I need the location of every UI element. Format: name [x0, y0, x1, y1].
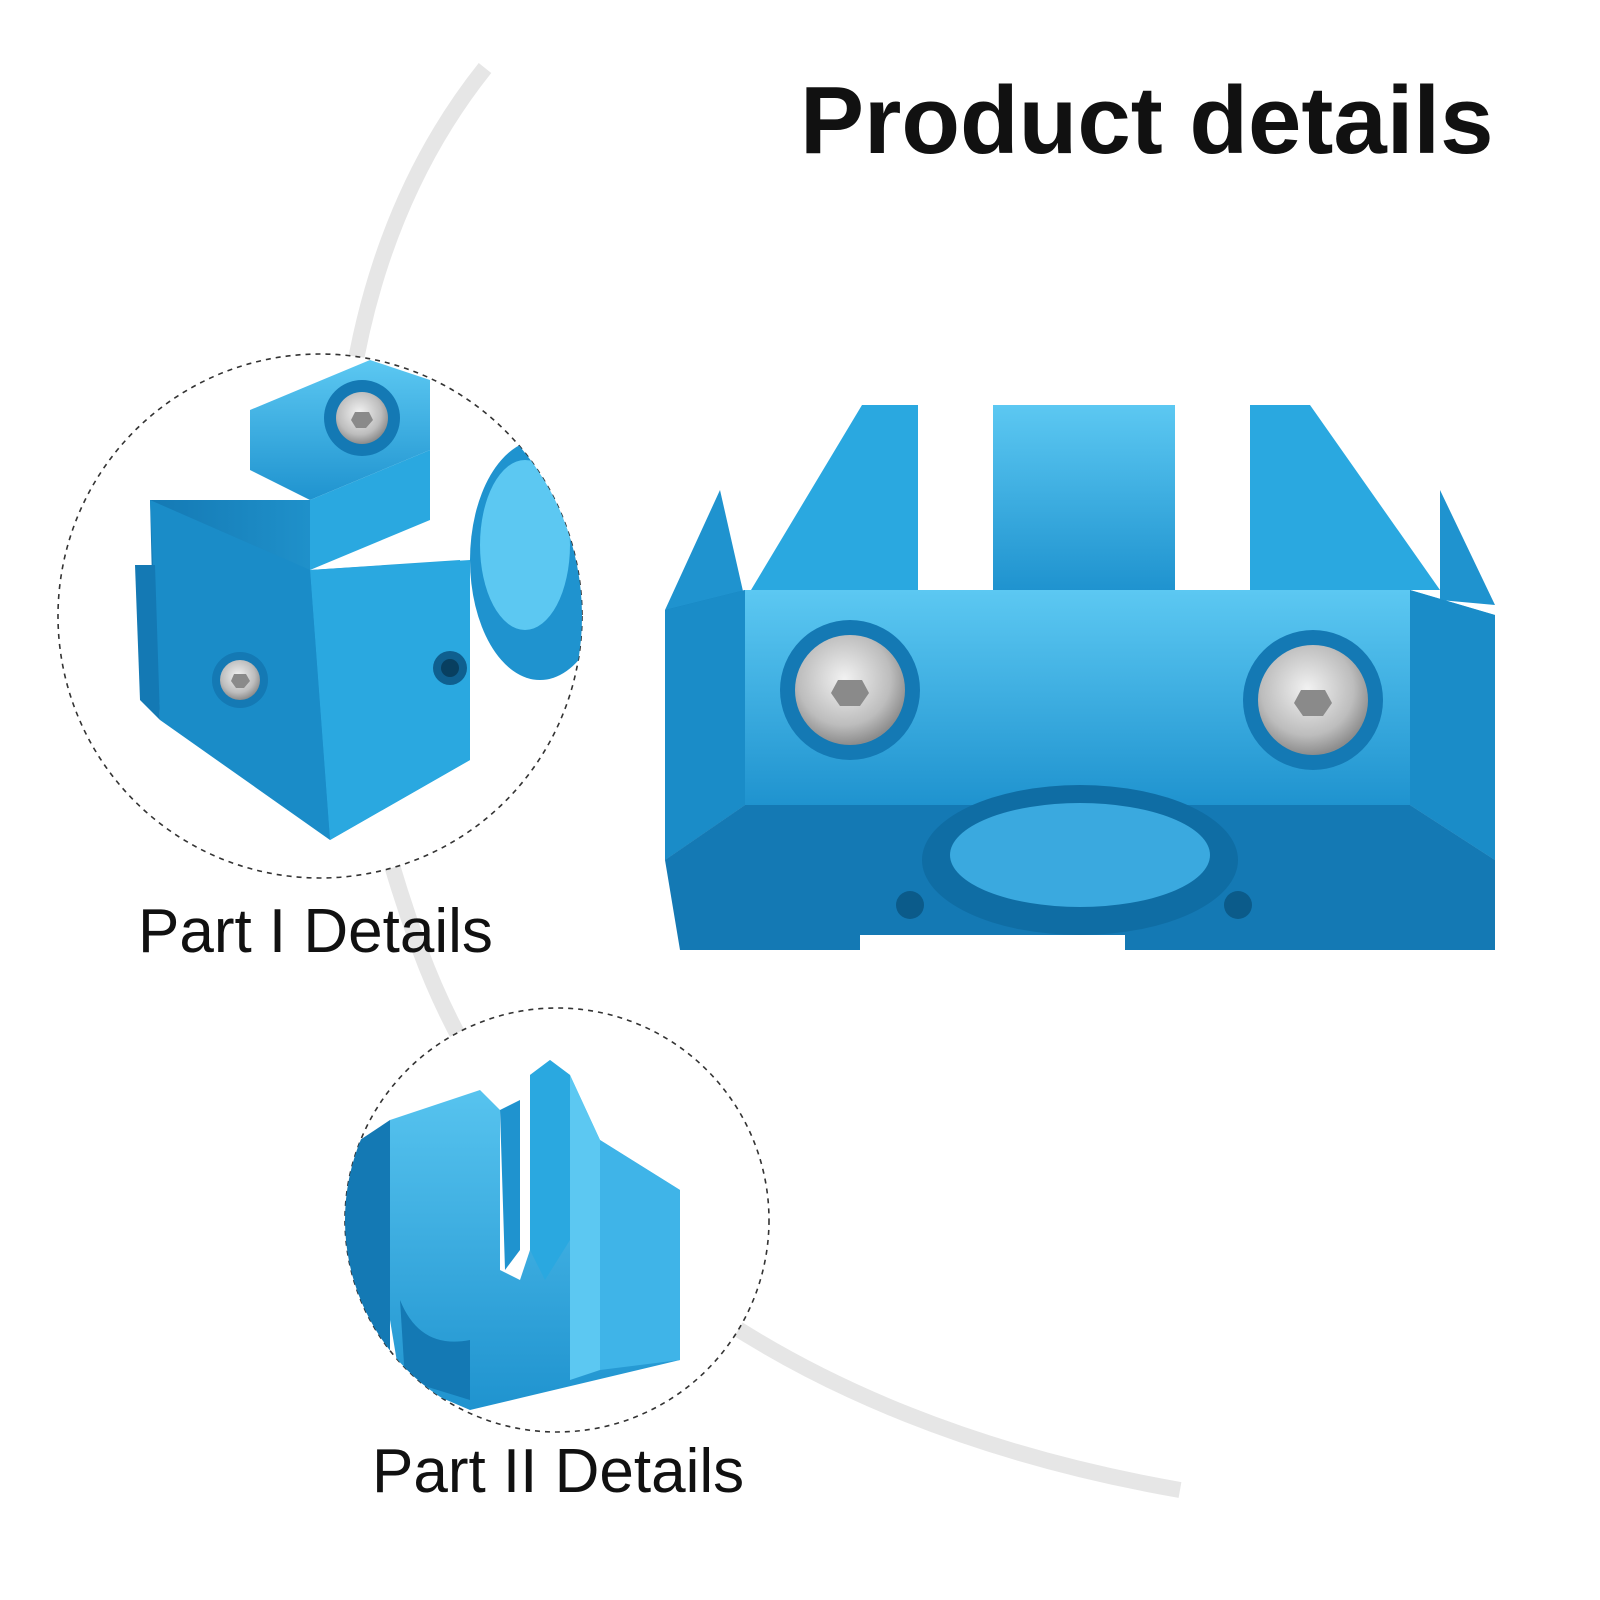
- background-arc: [333, 63, 1182, 1498]
- part-one-detail-circle: [57, 353, 583, 879]
- page-title: Product details: [800, 67, 1494, 174]
- main-product-image: [665, 405, 1495, 950]
- part-one-caption: Part I Details: [138, 897, 493, 966]
- part-two-detail-circle: [344, 1007, 770, 1433]
- part-two-caption: Part II Details: [372, 1437, 745, 1506]
